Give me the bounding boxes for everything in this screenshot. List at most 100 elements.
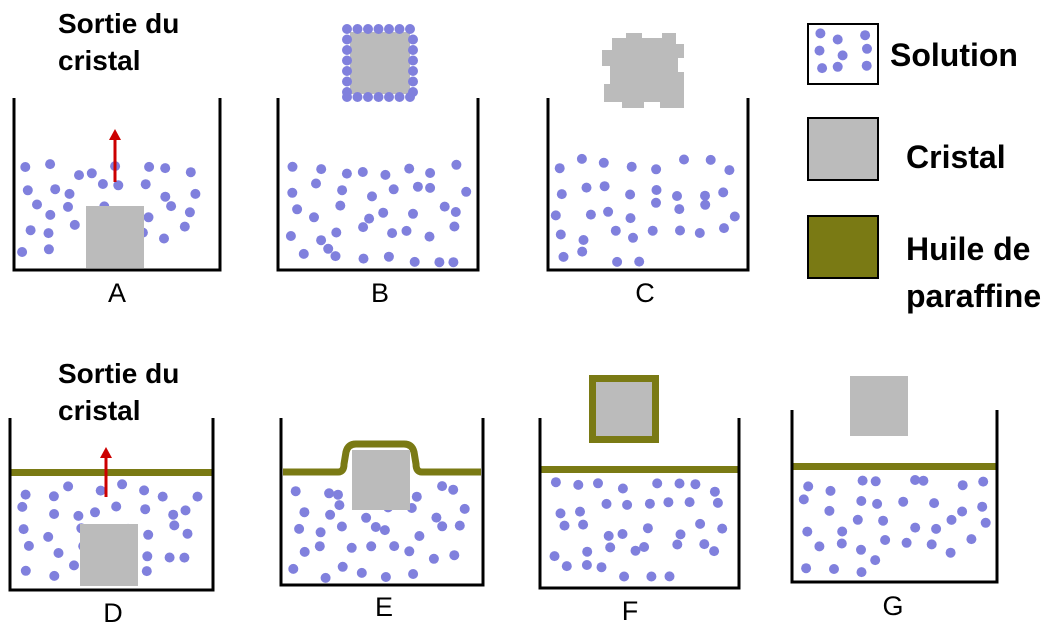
solution-molecule [143,529,154,540]
solution-molecule [577,246,588,257]
solution-molecule [404,163,415,174]
solution-molecule [288,563,299,574]
solution-molecule [576,153,587,164]
solution-molecule [337,561,348,572]
solution-molecule [836,538,847,549]
solution-molecule [346,542,357,553]
solution-molecule [370,522,381,532]
solution-molecule [63,481,74,492]
solution-molecule [870,555,881,566]
solution-molecule [832,61,843,72]
solution-molecule [439,201,450,212]
solution-molecule [333,489,343,500]
panel-g-crystal [850,376,908,436]
solution-molecule [292,204,303,215]
legend-solution-label: Solution [890,37,1018,73]
solution-molecule [603,206,614,217]
panel-d-solution [17,479,203,583]
solution-molecule [578,519,589,530]
solution-molecule [285,231,296,241]
solution-molecule [53,548,64,558]
solution-molecule [383,251,394,262]
solution-molecule [555,508,566,519]
caption-top-line1: Sortie du [58,8,179,39]
solution-molecule [598,157,609,168]
solution-molecule [663,497,674,508]
solution-molecule [314,541,325,552]
panel-f-crystal [596,382,652,436]
panel-g-solution [798,475,991,578]
solution-molecule [978,476,989,487]
solution-molecule [977,501,988,512]
solution-molecule [358,253,369,264]
solution-molecule [18,524,29,535]
solution-molecule [802,526,813,537]
solution-molecule [20,162,31,172]
solution-molecule [601,498,612,509]
caption-bottom-line1: Sortie du [58,358,179,389]
solution-molecule [817,63,828,74]
solution-molecule [619,571,630,582]
coating-molecule [408,87,418,97]
solution-molecule [290,486,301,497]
panel-d-beaker [8,418,215,592]
solution-molecule [605,542,616,553]
panel-a-crystal [86,206,144,268]
solution-molecule [824,505,835,516]
solution-molecule [379,525,390,536]
solution-molecule [168,509,179,520]
solution-molecule [946,514,957,525]
solution-molecule [856,567,867,578]
solution-molecule [550,210,561,221]
solution-molecule [160,191,171,202]
solution-molecule [95,485,106,496]
solution-molecule [428,553,439,564]
solution-molecule [431,512,442,523]
solution-molecule [299,507,310,518]
solution-molecule [366,541,377,552]
solution-molecule [387,228,398,239]
solution-molecule [325,509,336,520]
solution-molecule [815,28,826,39]
solution-molecule [798,494,809,505]
panel-e-label: E [375,592,393,622]
solution-molecule [918,475,929,486]
solution-molecule [832,34,843,45]
coating-molecule [342,34,352,45]
solution-molecule [164,552,175,563]
coating-molecule [342,24,352,34]
solution-molecule [647,225,658,236]
solution-molecule [90,507,100,518]
solution-molecule [862,43,872,54]
panel-d-arrowhead [100,447,112,458]
solution-molecule [931,523,942,534]
panel-b-solution [285,159,472,268]
panel-f-oil-layer [540,466,739,473]
coating-molecule [408,76,418,87]
solution-molecule [724,165,735,176]
solution-molecule [23,540,34,551]
solution-molecule [25,225,36,236]
solution-molecule [872,498,883,509]
solution-molecule [617,483,628,494]
solution-molecule [45,159,56,170]
solution-molecule [408,569,419,579]
solution-molecule [425,168,436,178]
solution-molecule [926,539,937,550]
solution-molecule [910,475,921,485]
solution-molecule [364,213,375,224]
solution-molecule [672,539,683,550]
solution-molecule [626,161,637,172]
solution-molecule [644,498,655,509]
caption-bottom-line2: cristal [58,395,141,426]
solution-molecule [699,539,710,550]
solution-molecule [719,223,729,234]
solution-molecule [454,520,465,531]
solution-molecule [575,506,585,517]
solution-molecule [695,518,706,529]
solution-molecule [294,523,305,534]
coating-molecule [405,24,415,34]
coating-molecule [408,55,418,66]
solution-molecule [585,209,596,220]
solution-molecule [331,227,342,238]
